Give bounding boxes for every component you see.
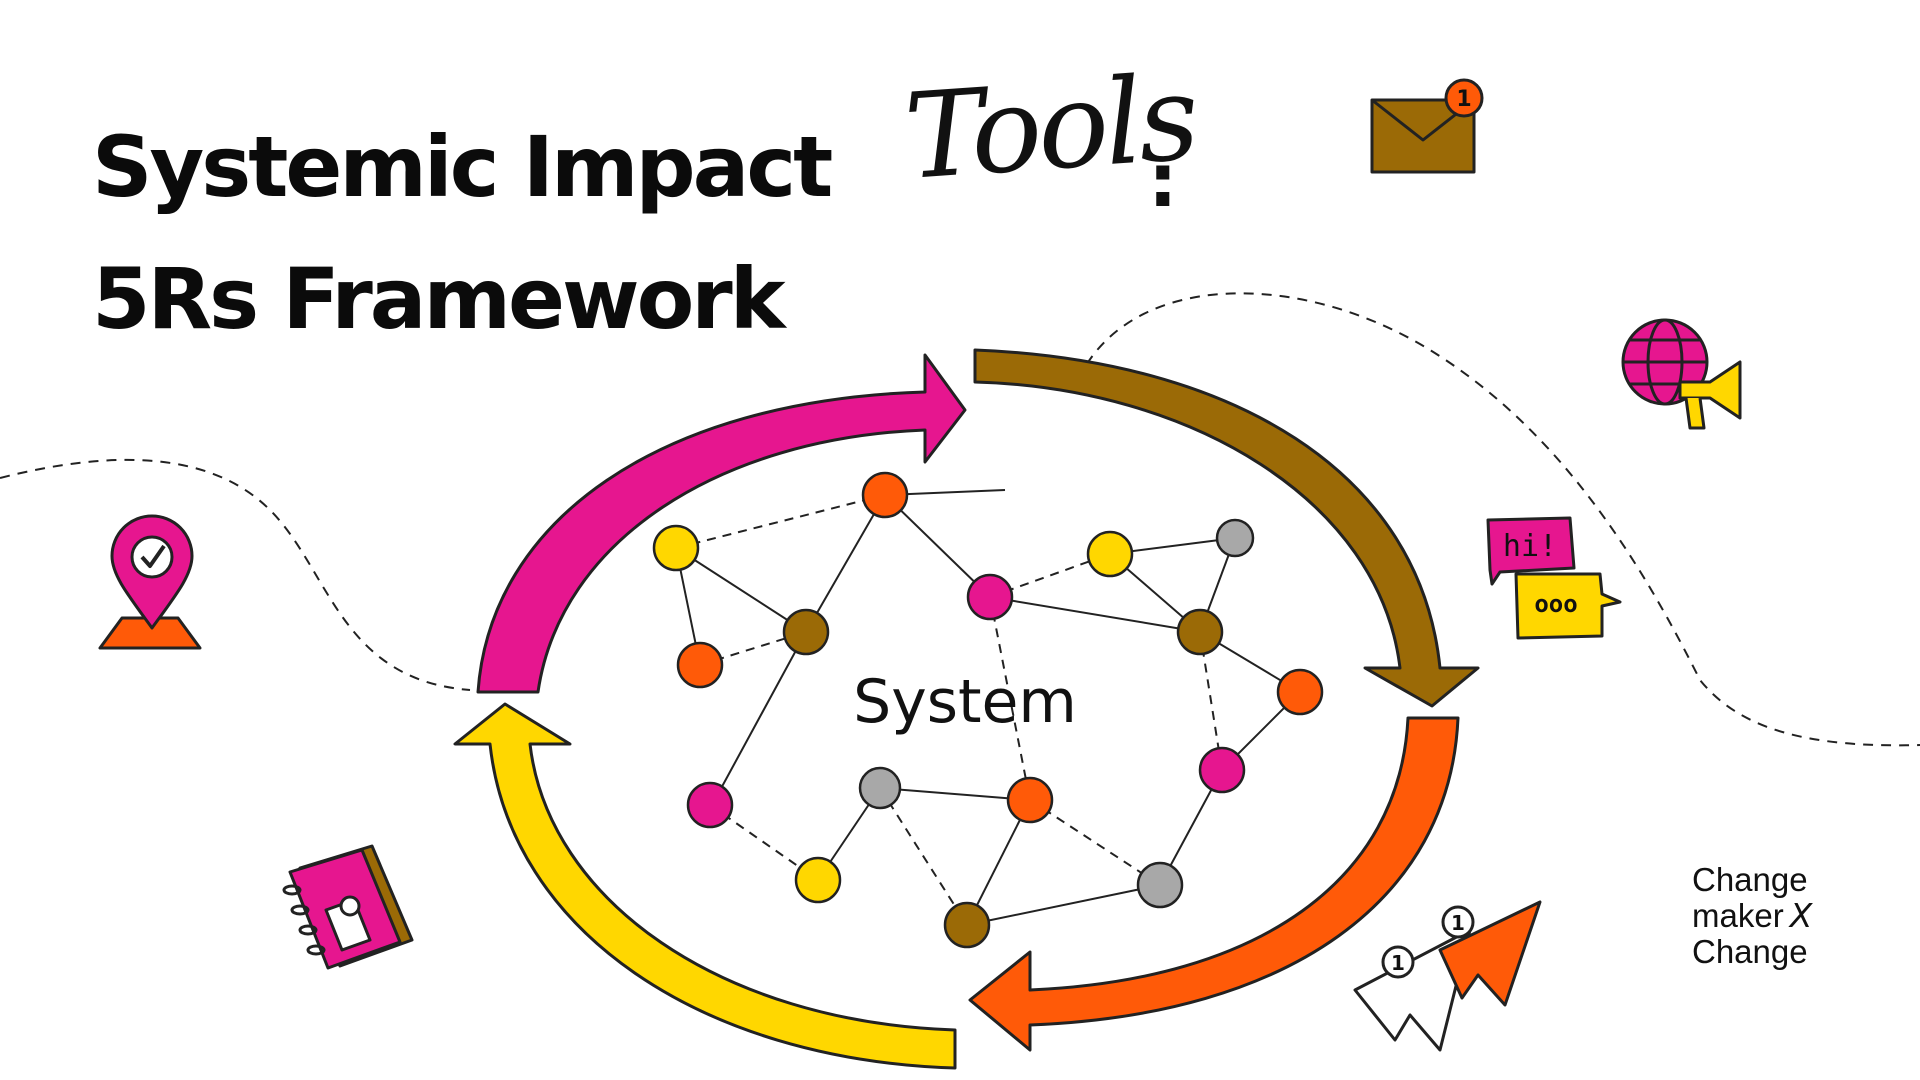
chat-hi-text: hi! [1503,529,1557,564]
title-line-1: Systemic Impact [92,118,833,216]
location-pin-icon [98,514,202,650]
plane-badge-1: 1 [1391,951,1405,975]
chat-bubbles-icon: hi! ooo [1486,516,1622,640]
cycle-arrows [453,348,1480,1070]
node [1276,668,1324,716]
arrow-magenta [476,353,967,694]
dashed-path-right [1077,292,1920,747]
title-colon: : [1148,138,1178,224]
node [1215,518,1255,558]
node [1176,608,1224,656]
network-nodes [652,471,1324,949]
brand-line-2-text: maker [1692,897,1784,934]
brand-x-mark: X [1789,896,1813,935]
title-line-2: 5Rs Framework [92,250,786,348]
node [861,471,909,519]
node [794,856,842,904]
node [782,608,830,656]
system-label: System [853,667,1077,737]
node [1136,861,1184,909]
address-book-icon [282,844,414,970]
arrow-orange [968,716,1460,1052]
brand-line-3: Change [1692,933,1808,970]
node [1086,530,1134,578]
chat-dots-text: ooo [1534,590,1577,618]
node [686,781,734,829]
globe-megaphone-icon [1621,318,1742,430]
node [1198,746,1246,794]
node [652,524,700,572]
arrow-brown [973,348,1480,708]
node [858,766,902,810]
mail-badge-count: 1 [1456,87,1471,112]
envelope-icon: 1 [1370,78,1484,174]
plane-badge-2: 1 [1451,911,1465,935]
dashed-path-left [0,458,471,691]
arrow-yellow [453,702,957,1070]
node [966,573,1014,621]
brand-line-1: Change [1692,861,1808,898]
node [1006,776,1054,824]
notification-badge [1444,78,1484,118]
paper-planes-icon: 1 1 [1353,900,1542,1052]
node [943,901,991,949]
node [676,641,724,689]
